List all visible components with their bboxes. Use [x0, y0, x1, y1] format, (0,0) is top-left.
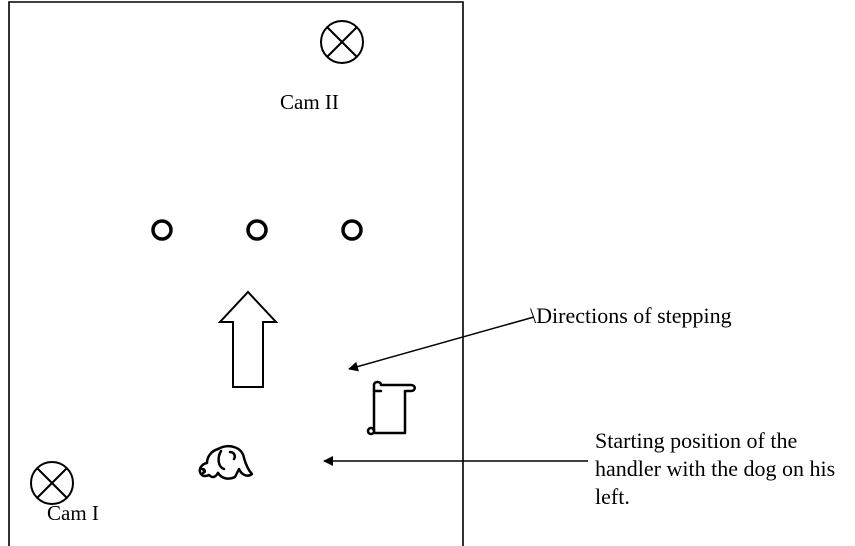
marker-left-icon — [151, 219, 173, 241]
dog-icon — [198, 445, 254, 480]
up-arrow-icon — [217, 290, 279, 388]
directions-pointer-arrow — [348, 316, 535, 372]
marker-middle-icon — [246, 219, 268, 241]
start-position-line-2: handler with the dog on his — [595, 456, 836, 481]
handler-icon — [366, 380, 416, 436]
marker-right-icon — [341, 219, 363, 241]
camera-2-icon — [320, 20, 364, 64]
test-area-boundary — [8, 1, 464, 546]
camera-2-label: Cam II — [280, 90, 339, 114]
start-position-line-3: left. — [595, 484, 630, 509]
camera-1-label: Cam I — [47, 501, 99, 525]
camera-1-icon — [30, 461, 74, 505]
start-position-label: Starting position of the handler with th… — [595, 427, 855, 511]
directions-label: \Directions of stepping — [530, 303, 732, 328]
start-position-line-1: Starting position of the — [595, 428, 798, 453]
